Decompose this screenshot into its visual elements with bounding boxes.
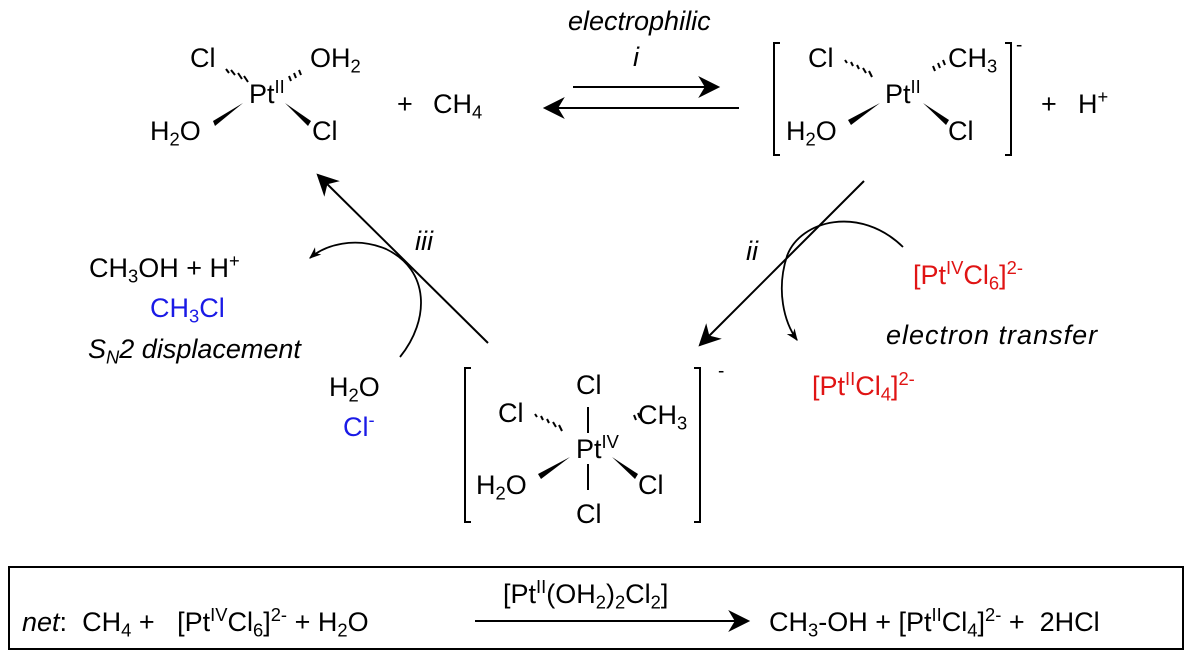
complex-charge: - [1016, 35, 1023, 56]
nucleophile-h2o: H2O [329, 372, 380, 406]
alt-product-ch3cl: CH3Cl [150, 293, 225, 327]
plus-sign: + [397, 89, 413, 119]
top-left-complex-bonds [213, 68, 311, 126]
ligand-cl: Cl [498, 398, 524, 428]
reduced-ptcl4: [PtIICl4]2- [812, 367, 915, 405]
ligand-cl: Cl [638, 470, 664, 500]
plus-sign: + [1041, 89, 1057, 119]
ligand-cl-top: Cl [576, 370, 602, 400]
bottom-complex-bonds [464, 367, 701, 523]
ligand-cl: Cl [948, 116, 974, 146]
complex-charge: - [718, 361, 725, 382]
net-equation-box [8, 566, 1184, 650]
ligand-oh2: OH2 [310, 43, 361, 77]
net-products: CH3-OH + [PtIICl4]2- + 2HCl [769, 603, 1100, 641]
ligand-cl: Cl [808, 43, 834, 73]
net-catalyst: [PtII(OH2)2Cl2] [503, 575, 669, 613]
metal-pt: PtII [249, 75, 285, 109]
metal-pt: PtII [885, 75, 921, 109]
step-ii-label: ii [746, 236, 758, 266]
step-iii-label: iii [415, 226, 433, 256]
product-methanol: CH3OH + H+ [89, 249, 240, 287]
top-right-complex-bonds [773, 42, 1012, 156]
electron-transfer-label: electron transfer [886, 320, 1099, 350]
ligand-h2o: H2O [476, 470, 527, 504]
step-i-label: i [633, 42, 639, 72]
ligand-h2o: H2O [786, 116, 837, 150]
ligand-cl-bottom: Cl [576, 499, 602, 529]
ligand-h2o: H2O [150, 116, 201, 150]
ligand-ch3: CH3 [948, 43, 998, 77]
step-iii-arrow [309, 173, 489, 358]
sn2-displacement-label: SN2 displacement [88, 334, 301, 368]
step-ii-arrow [698, 180, 904, 347]
oxidant-ptcl6: [PtIVCl6]2- [913, 256, 1023, 294]
net-reactants: net: CH4 + [PtIVCl6]2- + H2O [22, 603, 369, 641]
step-i-label-electrophilic: electrophilic [568, 6, 711, 36]
methane: CH4 [433, 89, 483, 123]
proton: H+ [1078, 85, 1109, 119]
metal-pt: PtIV [576, 430, 619, 464]
ligand-cl: Cl [312, 116, 338, 146]
equilibrium-arrows [542, 76, 739, 119]
alt-nucleophile-chloride: Cl- [343, 408, 375, 442]
ligand-cl: Cl [190, 43, 216, 73]
ligand-ch3: CH3 [638, 400, 688, 434]
